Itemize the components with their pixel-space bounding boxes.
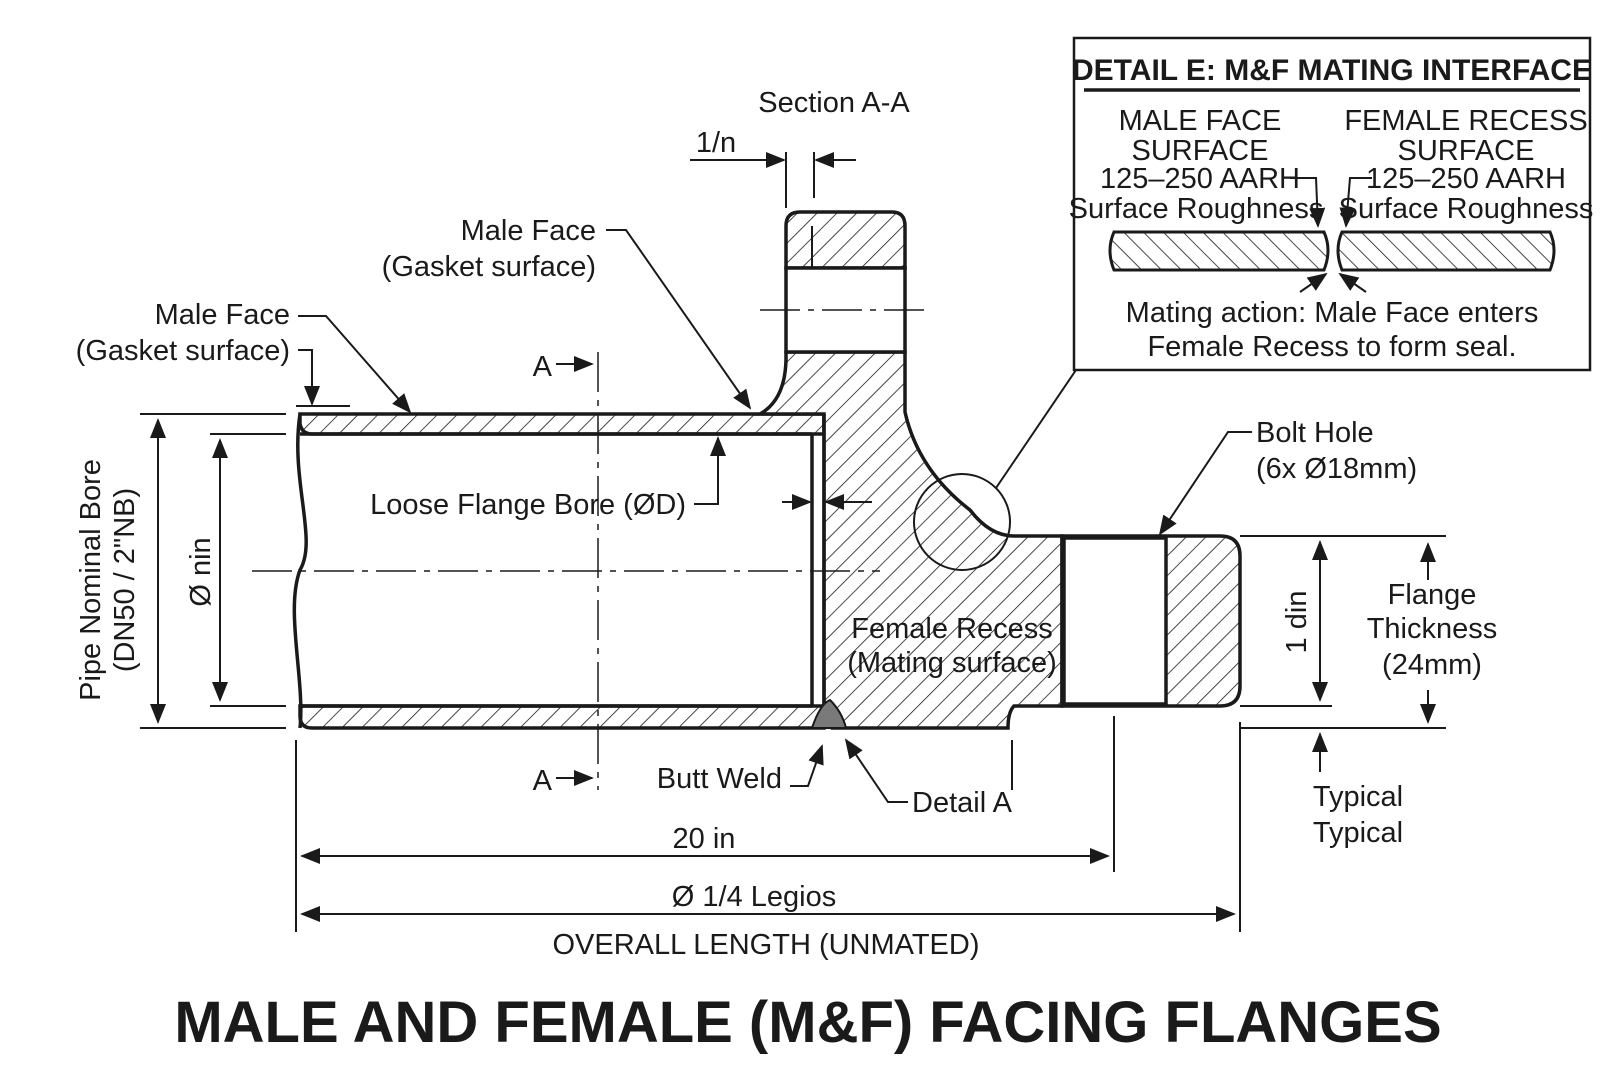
typical-label-2: Typical	[1313, 817, 1403, 849]
male-face-left-label: Male Face	[155, 299, 290, 331]
typical-label-1: Typical	[1313, 781, 1403, 813]
male-face-top-label: Male Face	[461, 215, 596, 247]
female-recess-label: Female Recess	[851, 613, 1052, 645]
page-title: MALE AND FEMALE (M&F) FACING FLANGES	[174, 990, 1441, 1055]
male-surface-line2: SURFACE	[1132, 135, 1269, 167]
male-surface-line4: Surface Roughness	[1069, 193, 1324, 225]
section-mark-bottom: A	[533, 765, 553, 797]
pipe-top-wall	[298, 412, 826, 436]
bolt-hole-sub: (6x Ø18mm)	[1256, 453, 1417, 485]
dim-1din-label: 1 din	[1281, 591, 1313, 654]
male-face-top-sub: (Gasket surface)	[382, 251, 596, 283]
male-face-bar	[1108, 230, 1330, 272]
female-surface-line3: 125–250 AARH	[1366, 163, 1566, 195]
flange-top-section	[784, 210, 907, 270]
mating-action-line1: Mating action: Male Face enters	[1126, 297, 1539, 329]
pipe-bottom-wall	[298, 704, 826, 730]
bolt-hole-right	[1062, 536, 1168, 706]
female-surface-line1: FEMALE RECESS	[1344, 105, 1587, 137]
female-recess-sub: (Mating surface)	[847, 647, 1057, 679]
detail-e-box	[1072, 36, 1592, 372]
detail-a-label: Detail A	[912, 787, 1013, 819]
detail-e-title: DETAIL E: M&F MATING INTERFACE	[1072, 54, 1592, 87]
dim-20in-label: 20 in	[673, 823, 736, 855]
flange-thickness-sub: Thickness	[1367, 613, 1498, 645]
pipe-bore-label: Pipe Nominal Bore	[75, 459, 107, 701]
detail-e-circle	[913, 473, 1011, 571]
dim-legios-label: Ø 1/4 Legios	[672, 881, 836, 913]
female-recess-bar	[1336, 230, 1556, 272]
section-mark-top: A	[533, 351, 553, 383]
pipe-break-line	[292, 413, 308, 729]
male-surface-line3: 125–250 AARH	[1100, 163, 1300, 195]
flange-hub	[753, 350, 1064, 730]
loose-bore-label: Loose Flange Bore (ØD)	[370, 489, 686, 521]
pipe-body	[292, 412, 826, 730]
butt-weld	[810, 698, 848, 729]
female-surface-line2: SURFACE	[1398, 135, 1535, 167]
dim-1n-label: 1/n	[696, 127, 736, 159]
male-face-left-sub: (Gasket surface)	[76, 335, 290, 367]
pipe-bore-sub: (DN50 / 2"NB)	[109, 488, 141, 672]
male-surface-line1: MALE FACE	[1119, 105, 1282, 137]
dia-nin-label: Ø nin	[185, 537, 217, 606]
mating-action-line2: Female Recess to form seal.	[1147, 331, 1516, 363]
butt-weld-label: Butt Weld	[657, 763, 782, 795]
overall-length-label: OVERALL LENGTH (UNMATED)	[553, 929, 980, 961]
section-a-a-label: Section A-A	[758, 87, 910, 119]
flange-thickness-label: Flange	[1388, 579, 1477, 611]
female-surface-line4: Surface Roughness	[1339, 193, 1594, 225]
flange-thickness-value: (24mm)	[1382, 649, 1482, 681]
dimension-lines	[140, 152, 1446, 932]
bolt-hole-label: Bolt Hole	[1256, 417, 1374, 449]
